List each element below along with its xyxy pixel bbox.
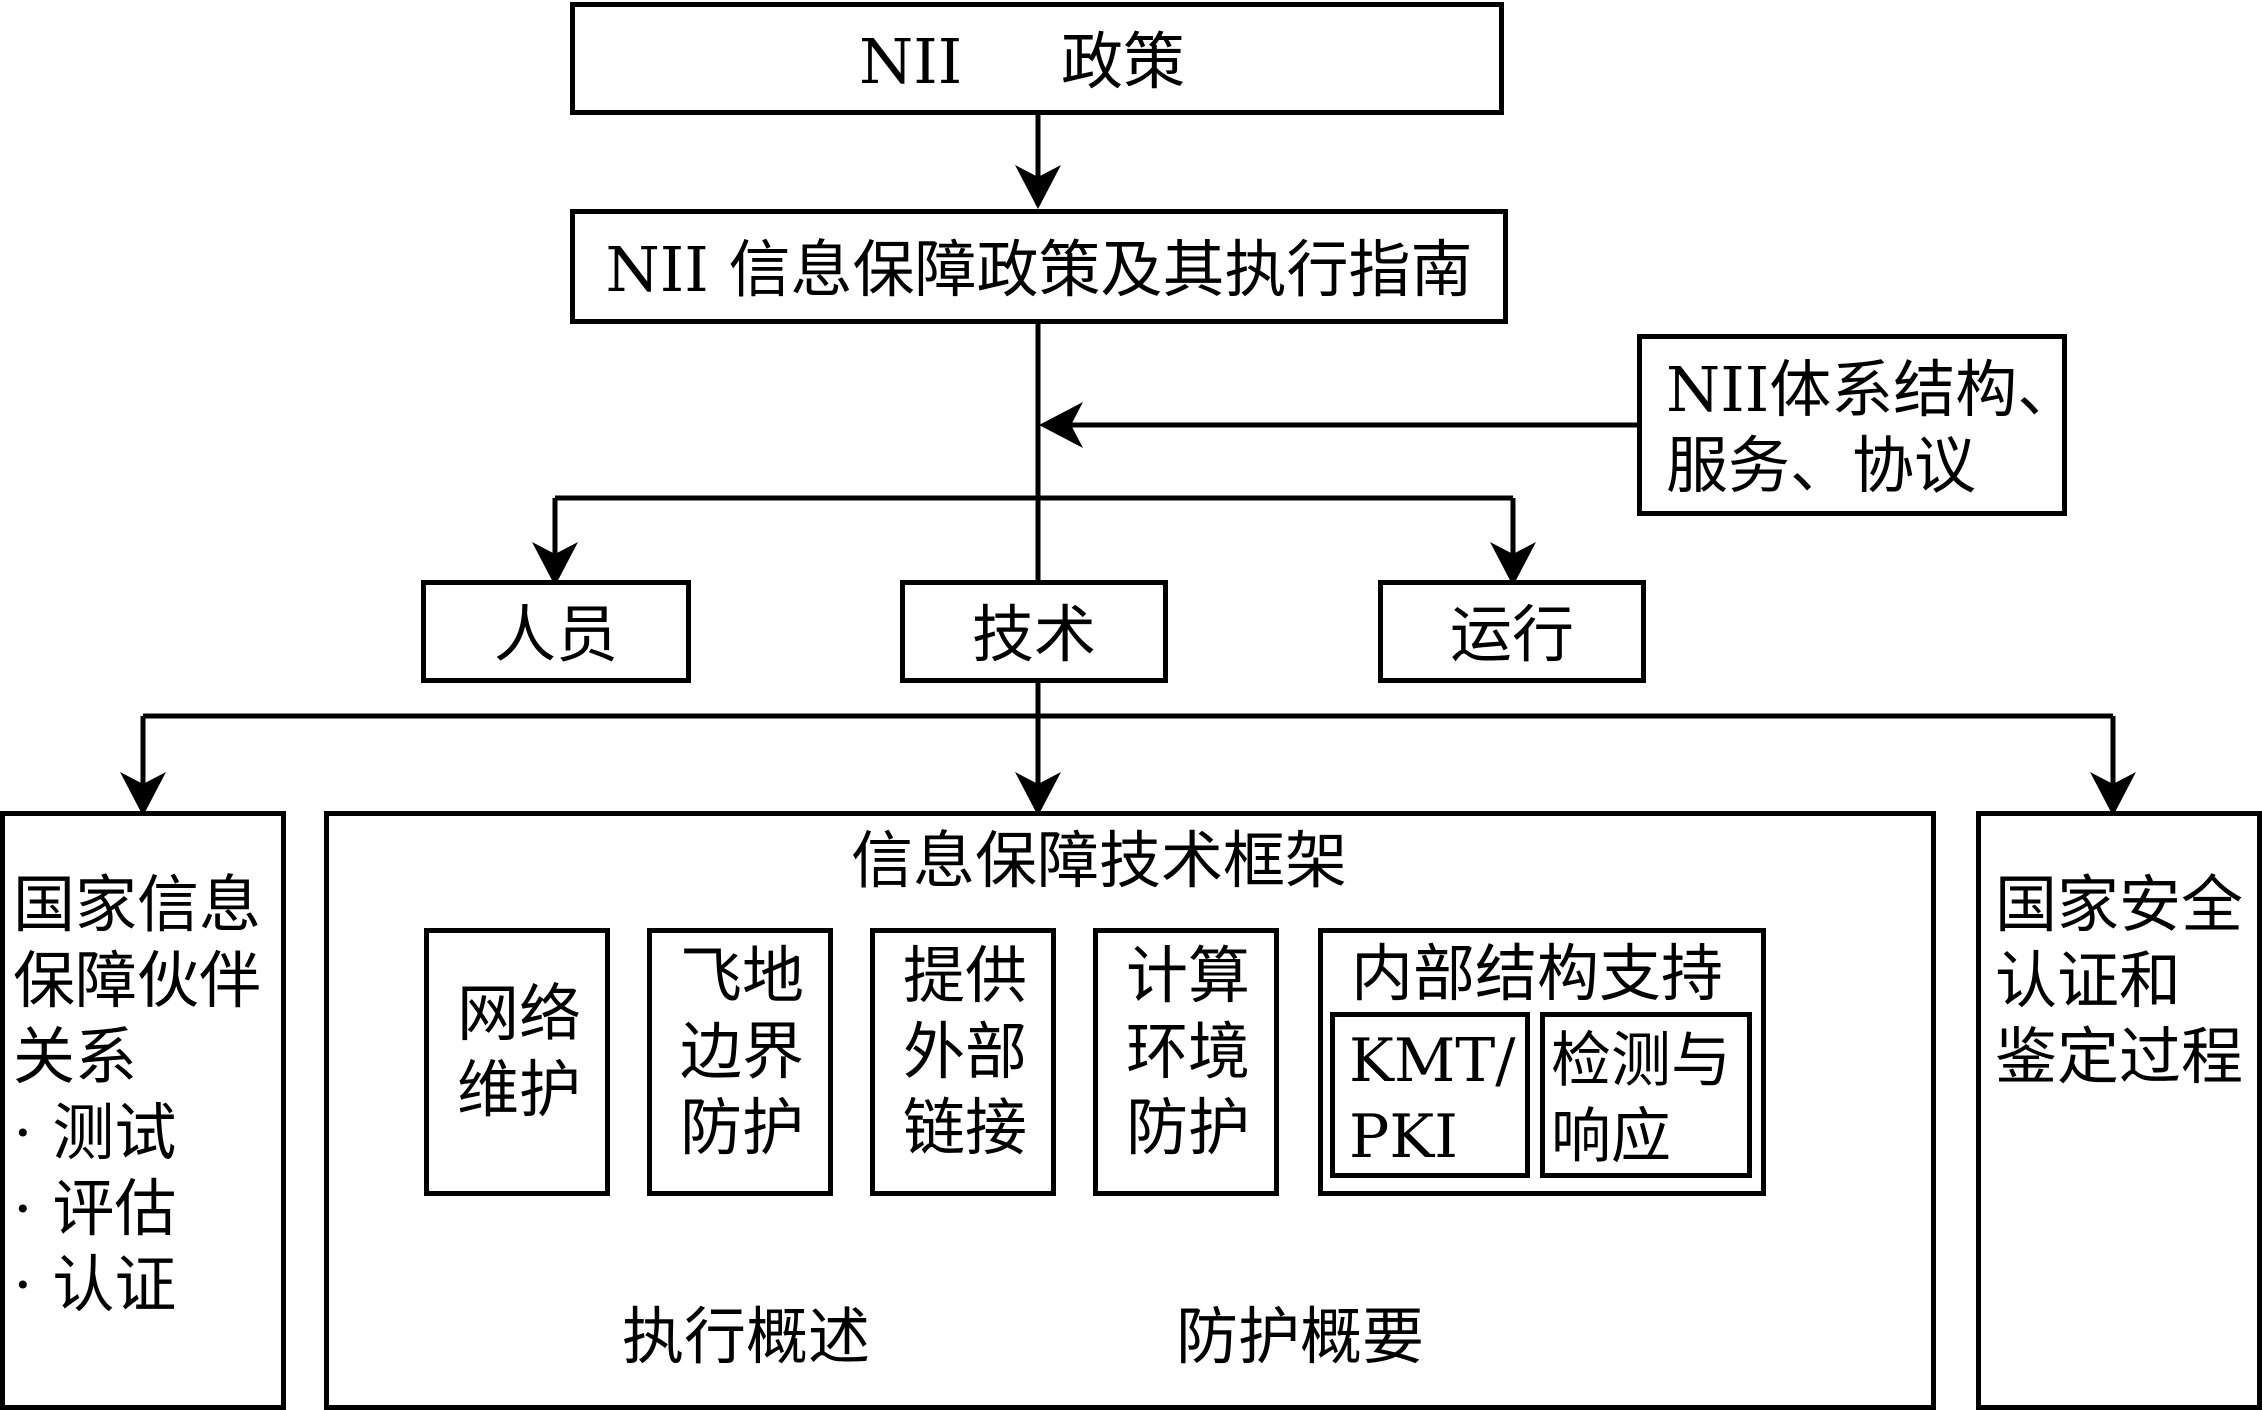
operations-label: 运行 bbox=[1449, 598, 1574, 671]
infrastructure-title: 内部结构支持 bbox=[1351, 937, 1724, 1010]
kmt-line-1: KMT/ bbox=[1349, 1026, 1516, 1096]
computing-line-2: 环境 bbox=[1126, 1015, 1251, 1088]
enclave-line-1: 飞地 bbox=[680, 939, 805, 1012]
partnership-line-1: 国家信息 bbox=[13, 868, 262, 941]
technology-label: 技术 bbox=[971, 598, 1096, 671]
policy-label: 政策 bbox=[1061, 25, 1186, 98]
framework-title: 信息保障技术框架 bbox=[851, 824, 1348, 897]
enclave-box: 飞地 边界 防护 bbox=[647, 928, 833, 1196]
technology-box: 技术 bbox=[900, 580, 1168, 683]
external-box: 提供 外部 链接 bbox=[870, 928, 1056, 1196]
kmt-line-2: PKI bbox=[1349, 1102, 1458, 1172]
partnership-box: 国家信息 保障伙伴 关系 · 测试 · 评估 · 认证 bbox=[0, 811, 286, 1410]
enclave-line-3: 防护 bbox=[680, 1091, 805, 1164]
partnership-bullet-test: · 测试 bbox=[13, 1096, 177, 1169]
external-line-1: 提供 bbox=[903, 939, 1028, 1012]
kmt-pki-box: KMT/ PKI bbox=[1330, 1012, 1530, 1178]
guide-label: NII 信息保障政策及其执行指南 bbox=[605, 233, 1473, 306]
certification-line-3: 鉴定过程 bbox=[1995, 1020, 2244, 1093]
certification-box: 国家安全 认证和 鉴定过程 bbox=[1976, 811, 2262, 1410]
network-line-1: 网络 bbox=[457, 977, 582, 1050]
certification-line-1: 国家安全 bbox=[1995, 868, 2244, 941]
protection-profile-label: 防护概要 bbox=[1176, 1300, 1425, 1373]
architecture-line-1: NII体系结构、 bbox=[1666, 353, 2080, 426]
computing-line-1: 计算 bbox=[1126, 939, 1251, 1012]
exec-overview-label: 执行概述 bbox=[622, 1300, 871, 1373]
external-line-2: 外部 bbox=[903, 1015, 1028, 1088]
operations-box: 运行 bbox=[1378, 580, 1646, 683]
enclave-line-2: 边界 bbox=[680, 1015, 805, 1088]
network-line-2: 维护 bbox=[457, 1053, 582, 1126]
external-line-3: 链接 bbox=[903, 1091, 1028, 1164]
architecture-line-2: 服务、协议 bbox=[1666, 429, 1977, 502]
partnership-bullet-eval: · 评估 bbox=[13, 1172, 177, 1245]
partnership-line-3: 关系 bbox=[13, 1020, 138, 1093]
policy-prefix: NII bbox=[859, 25, 963, 98]
detect-line-2: 响应 bbox=[1551, 1102, 1671, 1172]
computing-line-3: 防护 bbox=[1126, 1091, 1251, 1164]
network-box: 网络 维护 bbox=[424, 928, 610, 1196]
certification-line-2: 认证和 bbox=[1995, 944, 2182, 1017]
people-box: 人员 bbox=[421, 580, 691, 683]
detect-line-1: 检测与 bbox=[1551, 1026, 1731, 1096]
people-label: 人员 bbox=[493, 598, 618, 671]
detect-respond-box: 检测与 响应 bbox=[1540, 1012, 1752, 1178]
partnership-bullet-cert: · 认证 bbox=[13, 1248, 177, 1321]
computing-box: 计算 环境 防护 bbox=[1093, 928, 1279, 1196]
partnership-line-2: 保障伙伴 bbox=[13, 944, 262, 1017]
policy-box: NII 政策 bbox=[570, 2, 1504, 115]
architecture-box: NII体系结构、 服务、协议 bbox=[1637, 334, 2079, 516]
guide-box: NII 信息保障政策及其执行指南 bbox=[570, 209, 1508, 324]
